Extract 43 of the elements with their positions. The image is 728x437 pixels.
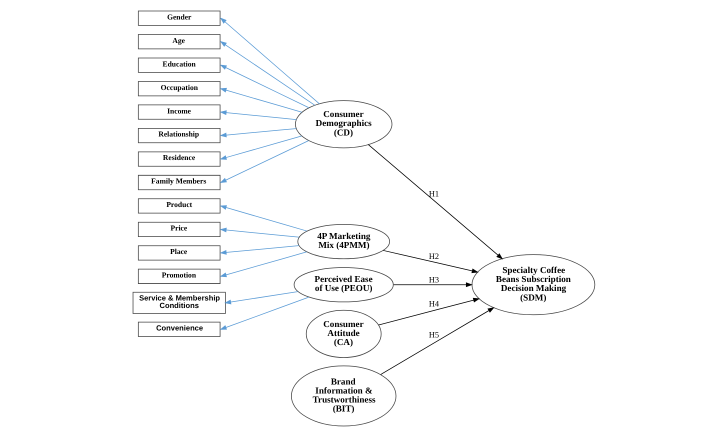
arrow (220, 245, 300, 255)
arrow (393, 282, 473, 288)
node-box: Service & Membership Conditions (132, 292, 226, 314)
arrow (224, 291, 298, 304)
arrow (382, 250, 479, 274)
node-box: Residence (138, 151, 220, 167)
node-box: Family Members (138, 174, 220, 190)
arrow (220, 228, 300, 238)
node-box: Occupation (138, 81, 220, 96)
edge-label: H1 (428, 190, 440, 199)
edge-label: H4 (428, 300, 440, 308)
node-box: Relationship (138, 128, 220, 144)
node-box: Gender (138, 10, 220, 26)
arrow (380, 307, 495, 375)
arrow (220, 110, 297, 120)
arrow (220, 17, 320, 104)
edge-label: H3 (428, 275, 440, 284)
node-box: Product (138, 198, 220, 214)
arrow (378, 298, 480, 326)
node-box: Education (138, 58, 220, 73)
arrow (220, 128, 296, 138)
node-ellipse: Consumer Demographics (CD) (295, 100, 392, 148)
node-box: Place (138, 245, 220, 260)
arrow (220, 88, 302, 113)
node-ellipse: Perceived Ease of Use (PEOU) (294, 267, 394, 302)
node-box: Income (138, 104, 220, 120)
arrow (368, 144, 504, 260)
node-ellipse: Brand Information & Trustworthiness (BIT) (291, 366, 396, 426)
node-box: Convenience (138, 322, 220, 337)
edge-label: H5 (428, 330, 440, 340)
arrow (220, 140, 309, 183)
node-box: Age (138, 34, 220, 50)
node-ellipse: 4P Marketing Mix (4PMM) (297, 224, 390, 260)
node-box: Price (138, 222, 220, 237)
arrow (220, 136, 302, 160)
node-box: Promotion (138, 268, 220, 284)
edge-label: H2 (428, 252, 440, 261)
arrow (220, 296, 310, 330)
node-ellipse: Consumer Attitude (CA) (306, 310, 382, 358)
arrow (220, 252, 308, 278)
arrow (220, 205, 308, 232)
arrow (220, 41, 316, 106)
arrow (220, 64, 310, 108)
